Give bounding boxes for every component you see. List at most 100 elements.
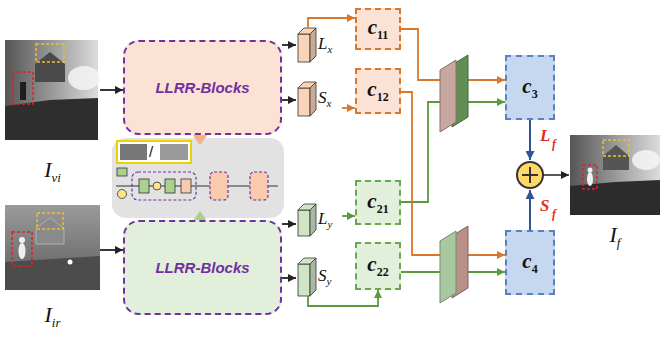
infrared-image — [5, 205, 100, 290]
coefficient-box: c4 — [505, 230, 555, 295]
input-image-panel: Iir — [5, 205, 100, 333]
block-detail-panel — [139, 179, 149, 193]
label-row: Ly — [318, 210, 332, 230]
feature-cube — [310, 82, 316, 116]
subscript-text: 11 — [377, 28, 388, 42]
sum-operator — [529, 120, 531, 160]
sum-operator — [529, 167, 531, 183]
subscript-text: vi — [51, 170, 60, 185]
label-row: If — [610, 224, 621, 249]
feature-cube — [310, 258, 316, 296]
label-row: c12 — [367, 79, 388, 103]
coefficient-box: c12 — [355, 68, 401, 114]
sum-operator — [517, 120, 569, 230]
symbol-text: I — [610, 222, 617, 247]
subscript-text: x — [327, 43, 332, 55]
flow-arrow — [100, 89, 123, 91]
feature-cube — [298, 210, 310, 236]
fused-image — [603, 145, 629, 170]
block-detail-panel — [181, 179, 191, 193]
output-image-panel: If — [570, 135, 660, 253]
feature-cube — [310, 204, 316, 236]
feature-map: Sy — [296, 258, 342, 296]
fused-image — [588, 168, 593, 173]
separator-text: / — [149, 144, 153, 159]
symbol-text: c — [367, 77, 376, 101]
infrared-image — [19, 237, 25, 243]
infrared-image — [12, 232, 32, 266]
infrared-image — [36, 218, 64, 244]
fused-image — [632, 150, 660, 170]
block-detail-panel — [192, 134, 208, 145]
flow-arrow — [342, 215, 355, 217]
feature-cube — [298, 82, 316, 116]
block-detail-panel — [117, 168, 127, 176]
subscript-text: 3 — [532, 87, 538, 101]
block-detail-panel — [165, 179, 175, 193]
symbol-text: S — [318, 266, 327, 285]
fused-image — [603, 140, 629, 156]
label-row: LLRR-Blocks — [155, 80, 249, 96]
label-row: LLRR-Blocks — [155, 260, 249, 276]
label-row: c22 — [367, 254, 388, 278]
subscript-text: y — [327, 218, 332, 230]
subscript-text: f — [552, 138, 556, 150]
subscript-text: x — [327, 97, 332, 109]
symbol-text: L — [318, 209, 327, 228]
sum-operator — [543, 174, 569, 176]
subscript-text: 12 — [377, 90, 389, 104]
label-row: Sx — [318, 89, 331, 109]
subscript-text: 22 — [377, 265, 389, 279]
subscript-text: 4 — [532, 262, 538, 276]
infrared-image — [37, 213, 63, 229]
symbol-text: c — [522, 74, 531, 98]
feature-cube — [298, 88, 310, 116]
symbol-text: c — [367, 189, 376, 213]
label-row: c21 — [367, 191, 388, 215]
concat-stack — [440, 55, 468, 303]
feature-cube — [298, 28, 316, 296]
feature-cube — [298, 28, 316, 62]
visible-image — [20, 82, 26, 100]
label-row: c3 — [522, 76, 537, 100]
visible-image — [5, 40, 100, 140]
label-row: c11 — [368, 17, 389, 41]
feature-cube — [310, 28, 316, 62]
fused-image — [570, 135, 660, 215]
block-detail-panel — [112, 134, 284, 222]
symbol-text: S — [318, 88, 327, 107]
feature-cube — [298, 258, 316, 296]
subscript-text: 21 — [377, 202, 389, 216]
flow-arrow — [282, 277, 296, 279]
infrared-image — [5, 256, 100, 290]
visible-image — [68, 66, 100, 90]
symbol-text: c — [522, 249, 531, 273]
symbol-text: c — [367, 252, 376, 276]
flow-arrow — [308, 18, 355, 28]
flow-arrow — [342, 107, 355, 109]
block-detail-panel — [120, 144, 147, 160]
encoder-block: LLRR-Blocks — [123, 220, 282, 315]
label-row: Iir — [45, 304, 61, 329]
subscript-text: f — [552, 208, 556, 220]
block-detail-panel — [117, 141, 191, 163]
feature-map: Sx — [296, 82, 342, 116]
coefficient-box: c3 — [505, 55, 555, 120]
block-detail-panel — [153, 182, 161, 190]
flow-arrow — [282, 44, 296, 46]
sum-operator — [529, 190, 531, 230]
block-detail-panel — [250, 172, 268, 200]
concat-stack — [440, 231, 456, 303]
feature-cube — [298, 204, 316, 236]
flow-arrow — [100, 249, 123, 251]
subscript-text: y — [327, 275, 332, 287]
symbol-text: LLRR-Blocks — [155, 259, 249, 276]
input-image-panel: Ivi — [5, 40, 100, 188]
feature-name: L — [540, 127, 550, 144]
encoder-block: LLRR-Blocks — [123, 40, 282, 135]
subscript-text: ir — [52, 315, 61, 330]
fused-image — [583, 165, 597, 189]
